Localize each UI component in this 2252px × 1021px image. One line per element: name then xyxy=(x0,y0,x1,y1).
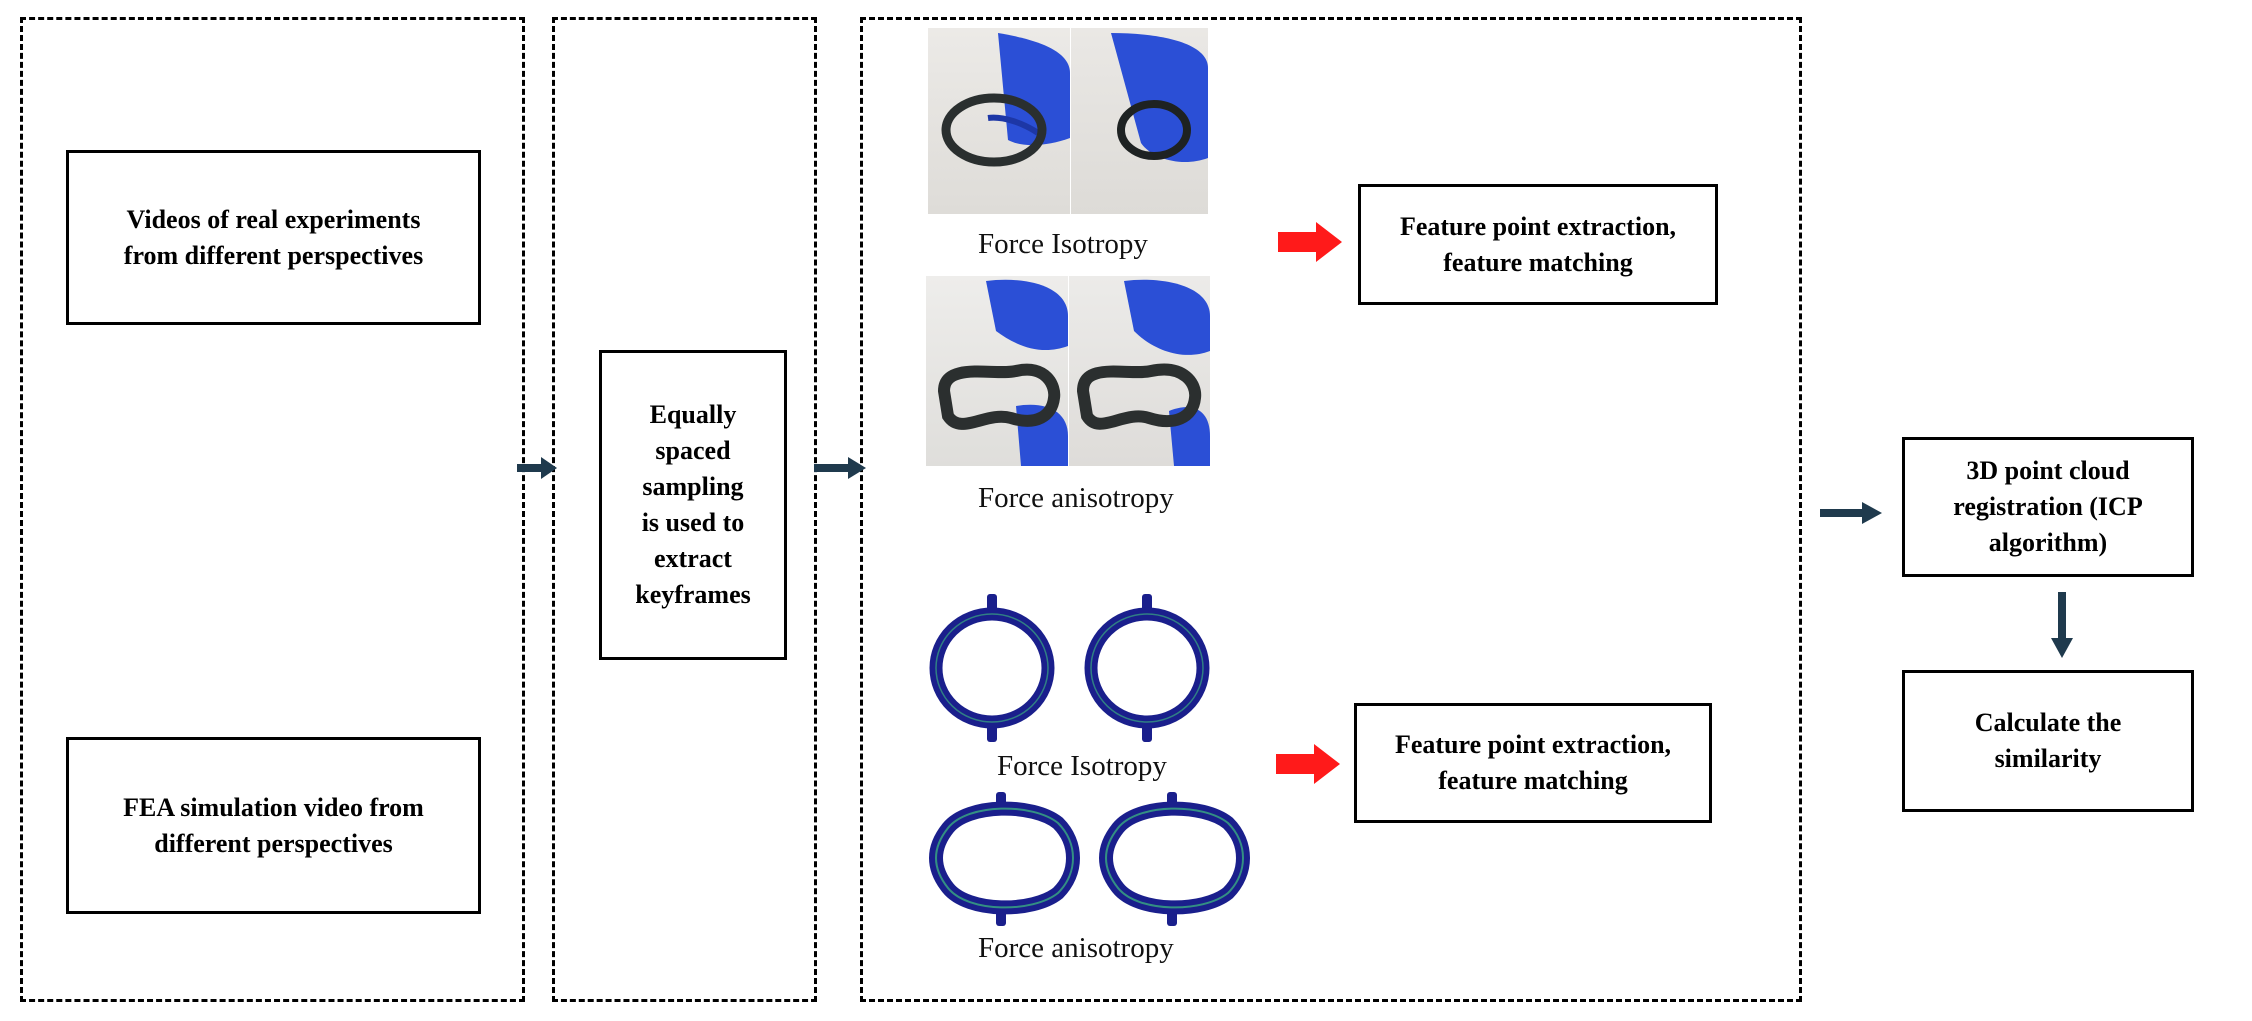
real-anisotropy-frame-left xyxy=(926,276,1068,466)
right-arrow-icon xyxy=(517,457,557,479)
keyframe-sampling-label: Equally spaced sampling is used to extra… xyxy=(635,400,751,609)
real-isotropy-caption: Force Isotropy xyxy=(978,228,1148,260)
real-isotropy-frame-right xyxy=(1071,28,1208,214)
real-isotropy-frame-left xyxy=(928,28,1070,214)
feature-extraction-label-real: Feature point extraction, feature matchi… xyxy=(1399,211,1677,277)
icp-registration-label: 3D point cloud registration (ICP algorit… xyxy=(1953,456,2143,557)
keyframe-sampling-box: Equally spaced sampling is used to extra… xyxy=(599,350,787,660)
input-panel xyxy=(20,17,525,1002)
real-anisotropy-caption: Force anisotropy xyxy=(978,482,1174,514)
similarity-label: Calculate the similarity xyxy=(1974,708,2122,773)
fea-simulation-video-box: FEA simulation video from different pers… xyxy=(66,737,481,914)
sampling-panel xyxy=(552,17,817,1002)
fea-simulation-video-label: FEA simulation video from different pers… xyxy=(123,792,424,858)
feature-extraction-box-real: Feature point extraction, feature matchi… xyxy=(1358,184,1718,305)
frames-panel xyxy=(860,17,1802,1002)
sim-isotropy-rings xyxy=(929,594,1210,742)
red-right-arrow-icon xyxy=(1276,744,1340,784)
sim-isotropy-caption: Force Isotropy xyxy=(997,750,1167,782)
red-right-arrow-icon xyxy=(1278,222,1342,262)
similarity-box: Calculate the similarity xyxy=(1902,670,2194,812)
right-arrow-icon xyxy=(1820,502,1882,524)
right-arrow-icon xyxy=(814,457,866,479)
sim-anisotropy-rings xyxy=(929,792,1250,926)
real-experiment-videos-label: Videos of real experiments from differen… xyxy=(123,204,424,270)
feature-extraction-label-sim: Feature point extraction, feature matchi… xyxy=(1394,730,1672,795)
sim-anisotropy-caption: Force anisotropy xyxy=(978,932,1174,964)
down-arrow-icon xyxy=(2051,592,2073,658)
real-experiment-videos-box: Videos of real experiments from differen… xyxy=(66,150,481,325)
real-anisotropy-frame-right xyxy=(1069,276,1210,466)
icp-registration-box: 3D point cloud registration (ICP algorit… xyxy=(1902,437,2194,577)
feature-extraction-box-sim: Feature point extraction, feature matchi… xyxy=(1354,703,1712,823)
